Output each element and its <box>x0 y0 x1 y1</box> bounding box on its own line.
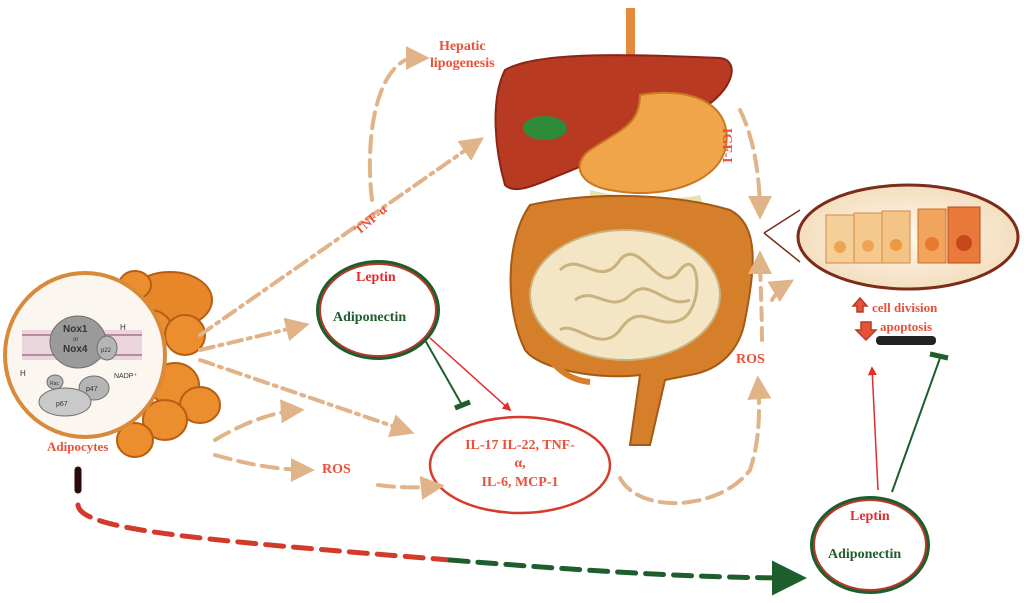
organ-illustration <box>494 8 754 446</box>
label-cytokines-line3: IL-6, MCP-1 <box>481 475 559 490</box>
inset-p47: p47 <box>86 386 98 393</box>
label-apoptosis: apoptosis <box>880 319 933 334</box>
inset-or: or <box>73 337 78 343</box>
inset-h-left: H <box>20 369 26 378</box>
epithelial-cell-oval <box>763 183 1020 291</box>
adipocytes-to-leptin-arrow <box>74 466 807 596</box>
bottom-regulation-lines <box>867 351 949 493</box>
nox-cell-inset: Nox1 or Nox4 p22 Rac p47 p67 NADP⁺ H H <box>3 271 167 439</box>
cytokines-oval <box>428 415 612 515</box>
label-adipocytes: Adipocytes <box>47 439 109 454</box>
leptin-adiponectin-oval-top <box>316 260 440 360</box>
apoptosis-bar <box>876 336 936 345</box>
inset-rac: Rac <box>50 381 59 387</box>
label-adiponectin-bottom: Adiponectin <box>828 547 902 562</box>
inset-nox4: Nox4 <box>63 344 88 355</box>
inset-nadp: NADP⁺ <box>114 373 137 380</box>
down-arrow-icon <box>854 321 878 342</box>
top-regulation-lines <box>424 337 512 412</box>
inset-nox1: Nox1 <box>63 324 88 335</box>
label-adiponectin-top: Adiponectin <box>333 310 407 325</box>
inset-p22: p22 <box>101 348 112 354</box>
label-ros-left: ROS <box>322 462 351 477</box>
label-cytokines-line1: IL-17 IL-22, TNF- <box>465 438 575 453</box>
leptin-adiponectin-oval-bottom <box>810 496 930 594</box>
label-cell-division: cell division <box>872 300 938 315</box>
label-hepatic-lipogenesis: Hepatic lipogenesis <box>430 39 495 71</box>
label-igf-1: IGF-I <box>719 128 734 163</box>
inset-p67: p67 <box>56 401 68 408</box>
label-ros-right: ROS <box>736 352 765 367</box>
inset-h-top: H <box>120 323 126 332</box>
orange-dashed-arrows <box>198 46 795 505</box>
label-leptin-bottom: Leptin <box>850 509 890 524</box>
up-arrow-icon <box>851 296 869 313</box>
label-leptin-top: Leptin <box>356 270 396 285</box>
label-cytokines-line2: α, <box>514 456 526 471</box>
